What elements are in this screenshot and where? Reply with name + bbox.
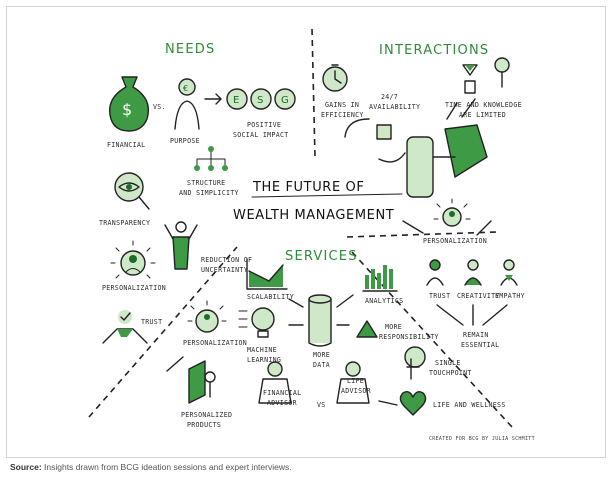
esg-s-label: S — [257, 95, 263, 106]
structure-tree-icon — [194, 146, 228, 171]
clock-cycle-icon — [344, 118, 406, 163]
data-arrows-icon — [288, 294, 354, 326]
split-arrows-icon — [402, 220, 492, 236]
arrow-to-products-icon — [166, 356, 184, 372]
esg-g-label: G — [281, 95, 289, 106]
divider-services-left — [88, 246, 238, 418]
need-transparency: TRANSPARENCY — [99, 219, 150, 227]
arrow-icon — [204, 93, 222, 105]
service-life-advisor-1: LIFE — [347, 377, 364, 385]
interaction-personalization-icon — [433, 198, 471, 227]
service-personalization: PERSONALIZATION — [183, 339, 247, 347]
analytics-chart-icon — [362, 265, 398, 292]
need-trust: TRUST — [141, 318, 162, 326]
coin-symbol: € — [183, 84, 188, 93]
trust-handshake-icon — [102, 310, 148, 344]
service-more-data-2: DATA — [313, 361, 330, 369]
service-financial-advisor-1: FINANCIAL — [263, 389, 301, 397]
section-services: SERVICES — [285, 249, 358, 264]
interaction-trust: TRUST — [429, 292, 450, 300]
service-personalized-2: PRODUCTS — [187, 421, 221, 429]
need-structure-1: STRUCTURE — [187, 179, 225, 187]
esg-icons: E S G — [226, 88, 296, 110]
financial-advisor-icon — [258, 361, 292, 404]
service-machine-2: LEARNING — [247, 356, 281, 364]
title-line-1: THE FUTURE OF — [252, 180, 364, 195]
service-personalized-1: PERSONALIZED — [181, 411, 232, 419]
interaction-gains-1: GAINS IN — [325, 101, 359, 109]
service-more-resp-2: RESPONSIBILITY — [379, 333, 439, 341]
service-scalability: SCALABILITY — [247, 293, 294, 301]
source-caption: Source: Insights drawn from BCG ideation… — [10, 462, 292, 472]
money-bag-symbol: $ — [122, 100, 132, 119]
interaction-remain-1: REMAIN — [463, 331, 489, 339]
service-analytics: ANALYTICS — [365, 297, 403, 305]
interaction-gains-2: EFFICIENCY — [321, 111, 364, 119]
divider-needs-interactions — [311, 28, 316, 158]
interaction-time-2: ARE LIMITED — [459, 111, 506, 119]
life-advisor-icon — [336, 361, 370, 404]
interaction-empathy: EMPATHY — [495, 292, 525, 300]
interaction-availability-1: 24/7 — [381, 93, 398, 101]
heart-wellness-icon — [399, 390, 427, 416]
service-personalization-icon — [187, 300, 227, 333]
service-vs: VS — [317, 401, 326, 409]
interaction-time-1: TIME AND KNOWLEDGE — [445, 101, 522, 109]
trust-people-icon — [426, 259, 444, 286]
purpose-person-icon: € — [174, 78, 200, 130]
database-cylinder-icon — [308, 294, 332, 347]
arrow-to-wellness-icon — [378, 400, 398, 406]
interaction-personalization: PERSONALIZATION — [423, 237, 487, 245]
converge-arrows-icon — [436, 304, 508, 326]
gift-box-icon — [188, 360, 216, 404]
stopwatch-icon — [322, 64, 348, 92]
lightbulb-icon — [238, 307, 275, 338]
need-personalization: PERSONALIZATION — [102, 284, 166, 292]
uncertainty-person-icon — [164, 221, 198, 270]
service-machine-1: MACHINE — [247, 346, 277, 354]
service-single-2: TOUCHPOINT — [429, 369, 472, 377]
source-text: Insights drawn from BCG ideation session… — [41, 462, 292, 472]
interaction-creativity: CREATIVITY — [457, 292, 500, 300]
empathy-person-icon — [500, 259, 518, 286]
personalization-person-icon — [110, 240, 156, 279]
warning-icon — [356, 320, 378, 338]
robot-handshake-icon — [406, 98, 488, 198]
need-reduction-1: REDUCTION OF — [201, 256, 252, 264]
service-financial-advisor-2: ADVISOR — [267, 399, 297, 407]
interaction-availability-2: AVAILABILITY — [369, 103, 420, 111]
section-needs: NEEDS — [165, 42, 215, 57]
title-line-2: WEALTH MANAGEMENT — [233, 208, 394, 223]
need-financial: FINANCIAL — [107, 141, 145, 149]
touchpoint-hand-icon — [404, 346, 426, 380]
esg-e-label: E — [233, 95, 239, 106]
magnifier-eye-icon — [114, 172, 150, 210]
need-vs: VS. — [153, 103, 166, 111]
need-purpose: PURPOSE — [170, 137, 200, 145]
service-life-wellness: LIFE AND WELLNESS — [433, 401, 506, 409]
service-more-resp-1: MORE — [385, 323, 402, 331]
need-positive-2: SOCIAL IMPACT — [233, 131, 289, 139]
service-single-1: SINGLE — [435, 359, 461, 367]
creativity-person-icon — [464, 259, 482, 286]
hourglass-person-icon — [462, 57, 510, 94]
title-underline — [251, 193, 403, 198]
illustration-credit: CREATED FOR BCG BY JULIA SCHMITT — [429, 436, 535, 442]
sketchnote-illustration: NEEDS INTERACTIONS SERVICES THE FUTURE O… — [88, 28, 535, 442]
service-life-advisor-2: ADVISOR — [341, 387, 371, 395]
service-more-data-1: MORE — [313, 351, 330, 359]
scalability-chart-icon — [246, 258, 288, 290]
need-positive-1: POSITIVE — [247, 121, 281, 129]
interaction-remain-2: ESSENTIAL — [461, 341, 499, 349]
money-bag-icon: $ — [108, 76, 150, 132]
source-label: Source: — [10, 462, 42, 472]
divider-interactions-services — [346, 231, 498, 238]
illustration-frame: NEEDS INTERACTIONS SERVICES THE FUTURE O… — [6, 6, 606, 458]
need-structure-2: AND SIMPLICITY — [179, 189, 239, 197]
need-reduction-2: UNCERTAINTY — [201, 266, 248, 274]
section-interactions: INTERACTIONS — [379, 43, 489, 58]
